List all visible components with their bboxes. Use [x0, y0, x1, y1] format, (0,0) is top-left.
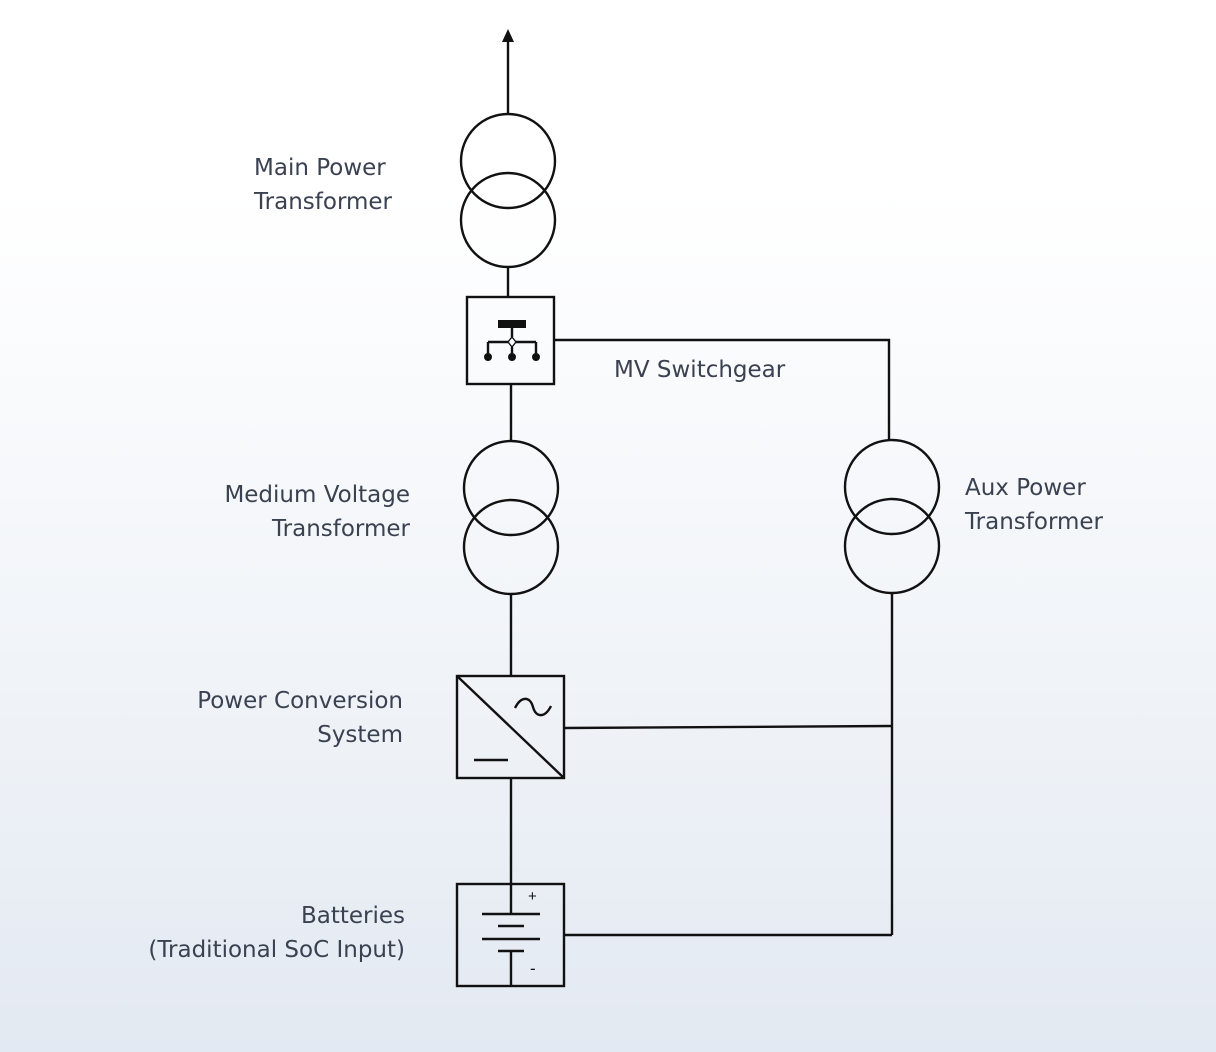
medium-voltage-transformer-label-line2: Transformer: [271, 516, 410, 542]
main-power-transformer-label-line1: Main Power: [254, 155, 386, 181]
aux-power-transformer-symbol: [843, 438, 941, 595]
grid-output-arrow: [502, 29, 514, 115]
battery-plus-sign: +: [528, 888, 537, 905]
medium-voltage-transformer-label: Medium Voltage Transformer: [224, 478, 410, 546]
main-power-transformer-label: Main Power Transformer: [254, 151, 392, 219]
batteries-symbol: + -: [455, 882, 566, 988]
batteries-label: Batteries (Traditional SoC Input): [148, 899, 405, 967]
power-conversion-system-symbol: [455, 674, 566, 780]
medium-voltage-transformer-symbol: [462, 439, 560, 596]
aux-power-transformer-label-line2: Transformer: [965, 509, 1104, 535]
aux-power-transformer-label-line1: Aux Power: [965, 475, 1086, 501]
batteries-label-line2: (Traditional SoC Input): [148, 937, 405, 963]
aux-power-transformer-label: Aux Power Transformer: [965, 471, 1103, 539]
battery-minus-sign: -: [530, 959, 536, 978]
wire-switchgear-to-aux: [554, 338, 891, 441]
mv-switchgear-label-text: MV Switchgear: [614, 357, 786, 383]
wire-aux-to-pcs: [563, 724, 893, 730]
mv-switchgear-symbol: [465, 295, 556, 386]
power-conversion-system-label-line1: Power Conversion: [197, 688, 403, 714]
main-power-transformer-label-line2: Transformer: [254, 189, 393, 215]
medium-voltage-transformer-label-line1: Medium Voltage: [224, 482, 410, 508]
power-conversion-system-label: Power Conversion System: [197, 684, 403, 752]
power-conversion-system-label-line2: System: [317, 722, 403, 748]
main-power-transformer-symbol: [459, 112, 557, 269]
batteries-label-line1: Batteries: [300, 903, 405, 929]
mv-switchgear-label: MV Switchgear: [614, 353, 785, 387]
